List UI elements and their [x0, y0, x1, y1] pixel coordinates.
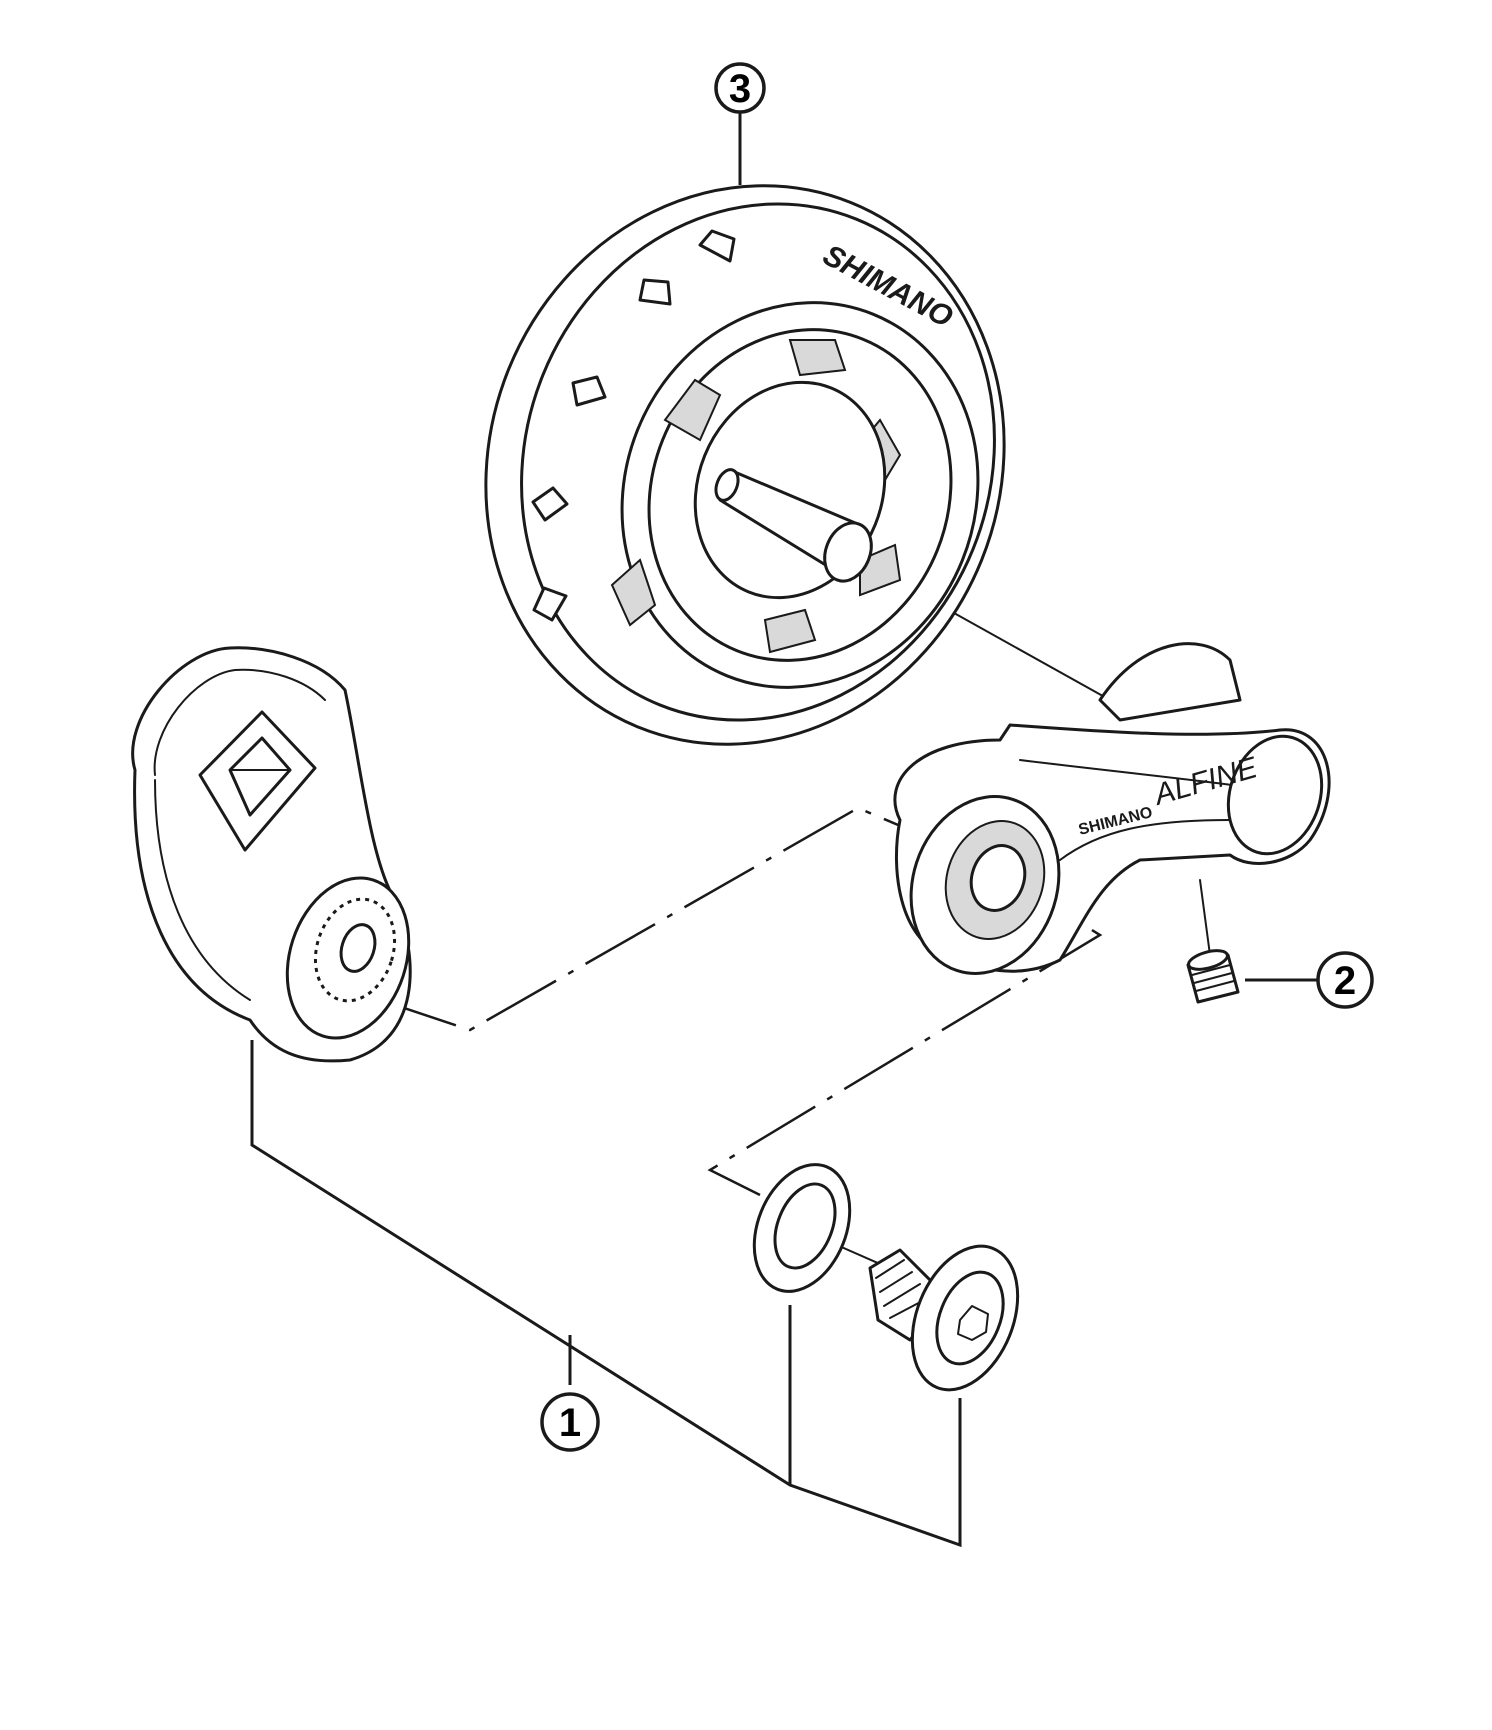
callout-1: 1	[540, 1392, 600, 1452]
callout-3-label: 3	[729, 67, 751, 111]
set-screw	[1186, 949, 1240, 1004]
washer	[752, 1163, 852, 1293]
mounting-bracket	[131, 646, 412, 1063]
tensioner-pulley: SHIMANO	[484, 184, 1006, 746]
callout-2: 2	[1316, 951, 1374, 1009]
callout-1-brackets	[250, 1040, 962, 1548]
pulley-axle	[714, 468, 873, 583]
callout-1-label: 1	[559, 1401, 581, 1445]
tensioner-arm: SHIMANO ALFINE	[893, 642, 1331, 975]
callout-3: 3	[714, 62, 766, 114]
callout-2-label: 2	[1334, 959, 1356, 1003]
pulley-cog-teeth	[531, 229, 736, 622]
pivot-bolt	[868, 1244, 1020, 1392]
